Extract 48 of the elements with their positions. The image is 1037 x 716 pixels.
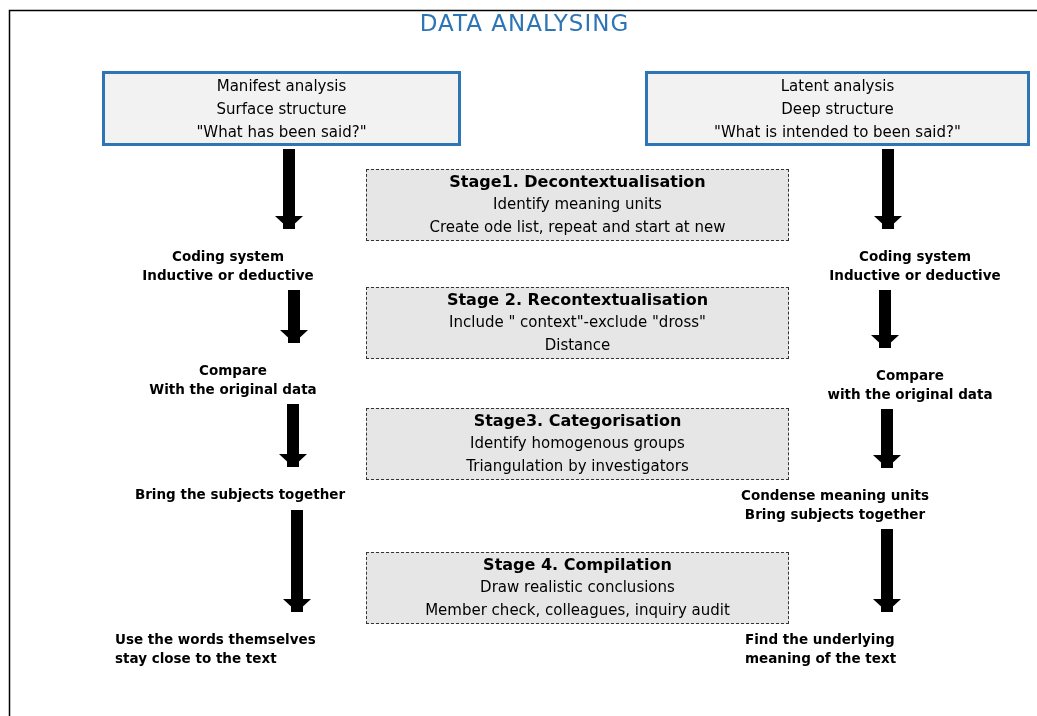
arrow <box>874 149 902 229</box>
box-text: Member check, colleagues, inquiry audit <box>424 600 731 621</box>
stage-box <box>366 287 789 359</box>
arrow <box>275 149 303 229</box>
step-text: Compare <box>198 361 268 380</box>
box-text: Surface structure <box>215 99 348 120</box>
analysis-box <box>102 71 461 146</box>
arrow <box>873 409 901 468</box>
box-text: Deep structure <box>780 99 895 120</box>
arrow <box>871 290 899 348</box>
step-text: Inductive or deductive <box>828 266 1002 285</box>
step-text: meaning of the text <box>745 649 898 668</box>
box-text: Create ode list, repeat and start at new <box>428 217 727 238</box>
step-text: stay close to the text <box>115 649 278 668</box>
stage-heading: Stage1. Decontextualisation <box>448 171 707 193</box>
stage-box <box>366 552 789 624</box>
step-text: Condense meaning units <box>740 486 930 505</box>
box-text: Include " context"-exclude "dross" <box>448 312 707 333</box>
step-text: Bring the subjects together <box>133 485 347 504</box>
box-text: Distance <box>543 335 612 356</box>
box-text: "What has been said?" <box>195 122 368 143</box>
step-text: with the original data <box>826 385 994 404</box>
step-text: Coding system <box>858 247 972 266</box>
box-text: Triangulation by investigators <box>465 456 690 477</box>
stage-box <box>366 169 789 241</box>
stage-heading: Stage 4. Compilation <box>482 554 673 576</box>
stage-heading: Stage3. Categorisation <box>472 410 683 432</box>
stage-box <box>366 408 789 480</box>
arrow <box>280 290 308 343</box>
step-text: Inductive or deductive <box>141 266 315 285</box>
box-text: Identify meaning units <box>492 194 663 215</box>
box-text: Draw realistic conclusions <box>479 577 676 598</box>
box-text: Latent analysis <box>779 76 896 97</box>
step-text: Compare <box>875 366 945 385</box>
box-text: Manifest analysis <box>215 76 348 97</box>
diagram-title: DATA ANALYSING <box>418 10 631 36</box>
arrow <box>283 510 311 612</box>
box-text: "What is intended to been said?" <box>713 122 962 143</box>
step-text: Bring subjects together <box>743 505 927 524</box>
step-text: With the original data <box>148 380 318 399</box>
stage-heading: Stage 2. Recontextualisation <box>445 289 710 311</box>
analysis-box <box>645 71 1030 146</box>
step-text: Use the words themselves <box>115 630 317 649</box>
arrow <box>873 529 901 612</box>
box-text: Identify homogenous groups <box>469 433 686 454</box>
step-text: Coding system <box>171 247 285 266</box>
arrow <box>279 404 307 467</box>
step-text: Find the underlying <box>745 630 896 649</box>
